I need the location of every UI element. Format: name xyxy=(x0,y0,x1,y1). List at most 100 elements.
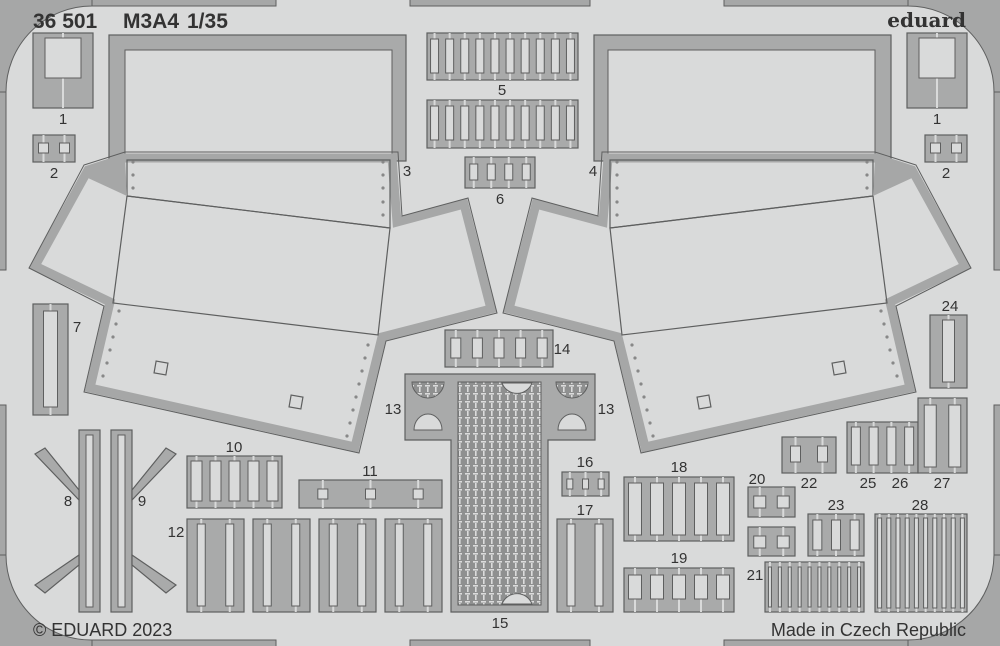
part-5-clips-top xyxy=(426,32,579,81)
etched-part xyxy=(535,38,545,74)
etched-part xyxy=(504,163,514,181)
etched-part xyxy=(672,482,686,536)
etched-part xyxy=(582,478,589,490)
part-13-left-arch xyxy=(413,413,443,431)
etched-part xyxy=(520,38,530,74)
rivet xyxy=(381,186,385,190)
etched-part xyxy=(886,517,892,609)
label-part-19: 19 xyxy=(671,550,688,567)
etched-part xyxy=(38,142,49,154)
etched-part xyxy=(247,460,260,502)
etched-part xyxy=(694,482,708,536)
label-part-18: 18 xyxy=(671,459,688,476)
rivet xyxy=(114,322,118,326)
etched-part xyxy=(650,482,664,536)
etched-part xyxy=(959,517,965,609)
etched-part xyxy=(471,337,483,359)
rivet xyxy=(366,343,370,347)
part-18-latches xyxy=(623,476,735,542)
label-part-14: 14 xyxy=(554,341,571,358)
label-part-23: 23 xyxy=(828,497,845,514)
label-part-9: 9 xyxy=(138,493,146,510)
origin-text: Made in Czech Republic xyxy=(771,620,966,640)
etched-part xyxy=(904,517,910,609)
etched-part xyxy=(521,163,531,181)
etched-part xyxy=(536,337,548,359)
etched-part xyxy=(918,37,956,79)
part-1-bracket xyxy=(32,32,94,109)
etched-part xyxy=(505,105,515,141)
part-17-straps xyxy=(556,518,614,613)
square-hole xyxy=(153,360,169,376)
etched-part xyxy=(776,535,790,549)
label-part-22: 22 xyxy=(801,475,818,492)
part-23-latches xyxy=(807,513,865,557)
etched-part xyxy=(266,460,279,502)
rivet xyxy=(357,382,361,386)
part-3-fender-panel xyxy=(28,34,498,454)
etched-part xyxy=(594,523,604,607)
part-28-chain xyxy=(874,513,968,613)
part-19-latches xyxy=(623,567,735,613)
etched-part xyxy=(923,404,937,468)
etched-part xyxy=(694,574,708,600)
etched-part xyxy=(849,519,860,551)
etched-part xyxy=(445,38,455,74)
etched-part xyxy=(228,460,241,502)
label-part-6: 6 xyxy=(496,191,504,208)
catalog-number: 36 501 xyxy=(33,10,98,33)
etched-part xyxy=(550,105,560,141)
etched-part xyxy=(450,337,462,359)
etched-part xyxy=(831,519,841,551)
label-part-5: 5 xyxy=(498,82,506,99)
label-part-2: 2 xyxy=(50,165,58,182)
etched-part xyxy=(262,523,272,607)
label-part-1: 1 xyxy=(59,111,67,128)
etched-part xyxy=(394,523,404,607)
panel-gusset xyxy=(88,158,127,196)
etched-part xyxy=(550,38,560,74)
etched-part xyxy=(817,445,828,463)
etched-part xyxy=(469,163,479,181)
etched-part xyxy=(932,517,938,609)
carrier-frame xyxy=(384,518,443,613)
etched-part xyxy=(225,523,235,607)
label-part-28: 28 xyxy=(912,497,929,514)
model-name: M3A4 xyxy=(123,10,179,33)
part-5-clips-bottom xyxy=(426,99,579,149)
part-13-15-mesh-carrier xyxy=(404,373,596,613)
etched-part xyxy=(951,142,962,154)
part-12-strap-4 xyxy=(384,518,443,613)
rivet xyxy=(348,421,352,425)
part-2-bolts xyxy=(32,134,76,163)
part-11-hinges xyxy=(298,479,443,509)
etched-part xyxy=(460,105,470,141)
etched-part xyxy=(950,517,956,609)
etched-part xyxy=(291,523,301,607)
etched-part xyxy=(716,574,730,600)
etched-part xyxy=(797,566,802,608)
label-part-1-right: 1 xyxy=(933,111,941,128)
panel-lower-frame xyxy=(28,153,497,453)
etched-part xyxy=(44,37,82,79)
etched-part xyxy=(672,574,686,600)
part-9-brace xyxy=(110,429,178,613)
rivet xyxy=(105,361,109,365)
etched-part xyxy=(913,517,919,609)
etched-part xyxy=(196,523,206,607)
label-part-25: 25 xyxy=(860,475,877,492)
part-12-strap-2 xyxy=(252,518,311,613)
etched-part xyxy=(505,38,515,74)
scale: 1/35 xyxy=(187,10,228,33)
label-part-4: 4 xyxy=(589,163,597,180)
rivet xyxy=(360,369,364,373)
etched-part xyxy=(877,517,883,609)
part-25-26-latches xyxy=(846,421,919,474)
part-7-handle xyxy=(32,303,69,416)
etched-part xyxy=(486,163,496,181)
etched-part xyxy=(490,105,500,141)
carrier-frame xyxy=(318,518,377,613)
etched-part xyxy=(941,517,947,609)
part-2-bolts-right xyxy=(924,134,968,163)
etched-part xyxy=(566,478,574,490)
